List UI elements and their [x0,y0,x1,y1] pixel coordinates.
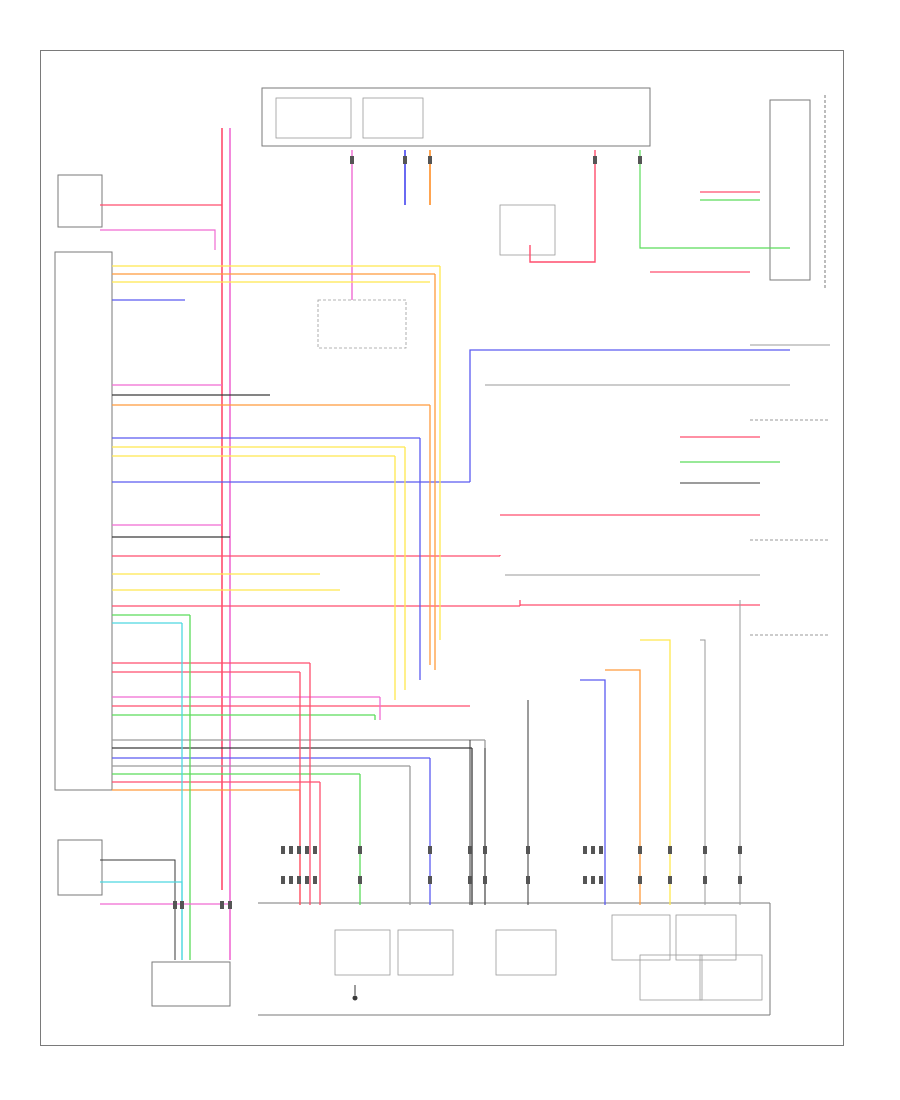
connector-pin [583,876,587,884]
diagram-frame [40,50,844,1046]
clutch-switch [57,174,103,228]
connector-pin [289,876,293,884]
connector-pin [599,876,603,884]
tcm-connector-block [54,251,113,791]
connector-pin [428,876,432,884]
connector-pin [428,846,432,854]
connector-pin [403,156,407,164]
connector-pin [738,876,742,884]
connector-pin [526,846,530,854]
ground-icon [352,985,358,1001]
connector-pin [173,901,177,909]
wire-harness [100,128,790,960]
connector-pin [591,876,595,884]
engine-control-module [151,961,231,1007]
connector-pin [289,846,293,854]
connector-pin [297,876,301,884]
connector-pin [526,876,530,884]
cvt-component-4 [611,914,671,961]
connector-pin [313,876,317,884]
relay-box-1 [275,97,352,139]
connector-pin [703,846,707,854]
transmission-control-module-sensor [57,839,103,896]
cvt-component-5 [675,914,737,961]
connector-pin [305,876,309,884]
cvt-component-7 [699,954,763,1001]
connector-pins [173,156,742,909]
connector-pin [638,876,642,884]
connector-pin [668,876,672,884]
connector-pin [483,846,487,854]
connector-pin [638,846,642,854]
connector-pin [428,156,432,164]
connector-pin [350,156,354,164]
connector-pin [180,901,184,909]
relay-box-2 [362,97,424,139]
connector-pin [599,846,603,854]
transmission-range-switch [317,299,407,349]
pressure-switch-box [499,204,556,256]
wire-black-sensor [100,859,176,960]
fuse-relay-box [261,87,651,147]
connector-pin [305,846,309,854]
cvt-component-6 [639,954,703,1001]
connector-pin [593,156,597,164]
drop-orange-right [605,669,641,905]
cvt-component-2 [397,929,454,976]
connector-pin [638,156,642,164]
connector-pin [668,846,672,854]
wire-pink-clutch [100,229,216,250]
combination-meter [769,99,811,281]
drop-yellow-right [640,639,671,905]
connector-pin [591,846,595,854]
connector-pin [281,846,285,854]
wire-red-pressure [529,150,596,263]
connector-pin [228,901,232,909]
wire-green-meter [639,150,790,249]
connector-pin [358,846,362,854]
connector-pin [468,876,472,884]
drop-gray-right [700,639,706,905]
connector-pin [738,846,742,854]
cvt-component-1 [334,929,391,976]
connector-pin [483,876,487,884]
connector-pin [281,876,285,884]
connector-pin [358,876,362,884]
drop-blue-right [580,679,606,905]
connector-pin [583,846,587,854]
cvt-component-3 [495,929,557,976]
connector-pin [297,846,301,854]
connector-pin [468,846,472,854]
wire-cyan-sensor [100,881,183,960]
connector-pin [313,846,317,854]
wire-blue-right [469,349,790,482]
connector-pin [703,876,707,884]
connector-pin [220,901,224,909]
